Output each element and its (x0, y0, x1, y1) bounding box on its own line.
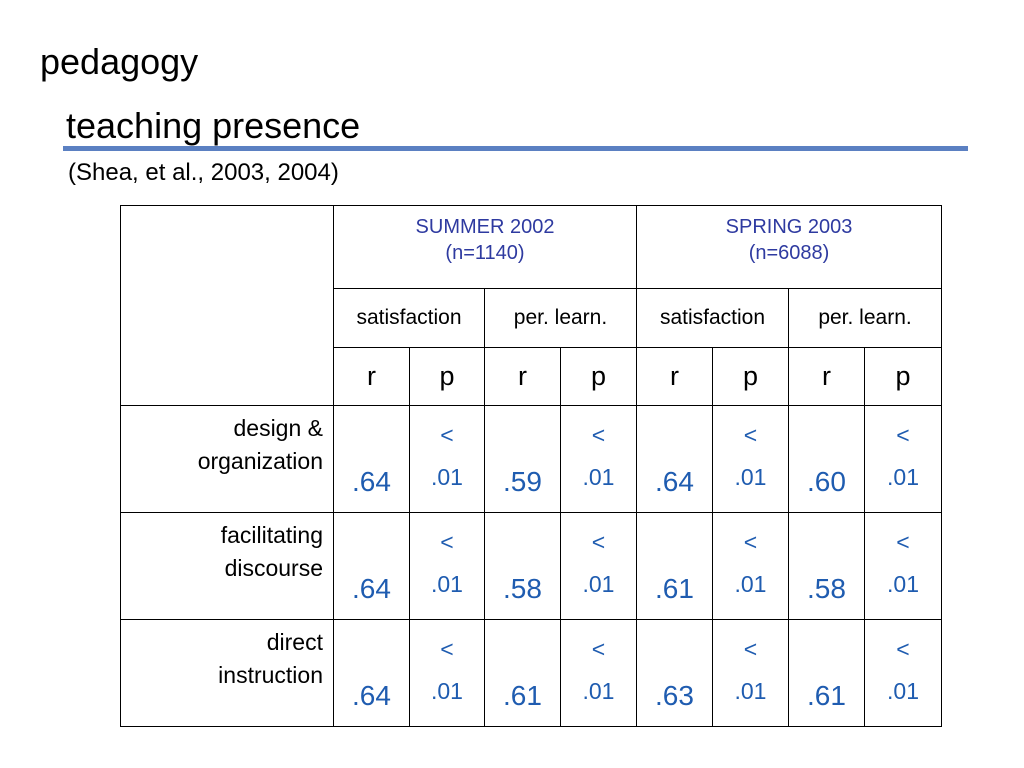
p-number: .01 (582, 678, 615, 704)
r-value: .60 (788, 405, 865, 513)
slide-title: pedagogy (40, 41, 199, 82)
p-value: < .01 (409, 405, 485, 513)
p-value: < .01 (863, 512, 943, 620)
p-value: < .01 (560, 619, 637, 727)
less-than: < (591, 636, 606, 662)
row-label: facilitating discourse (120, 512, 334, 620)
r-value: .61 (788, 619, 865, 727)
row-label-line: direct (266, 629, 323, 655)
period-name: SPRING 2003 (725, 216, 853, 238)
r-value: .64 (333, 512, 410, 620)
stat-header: r (484, 347, 561, 406)
p-value: < .01 (560, 512, 637, 620)
p-value: < .01 (863, 619, 943, 727)
slide-subtitle: teaching presence (66, 105, 361, 146)
less-than: < (440, 422, 454, 448)
less-than: < (896, 636, 910, 662)
less-than: < (896, 529, 910, 555)
title-underline (63, 146, 968, 151)
r-value: .64 (636, 405, 713, 513)
p-number: .01 (582, 464, 615, 490)
r-value: .64 (333, 619, 410, 727)
stat-header: p (712, 347, 789, 406)
p-number: .01 (431, 678, 463, 704)
metric-header: per. learn. (484, 288, 637, 348)
metric-header-row: satisfaction per. learn. satisfaction pe… (121, 288, 943, 348)
p-number: .01 (734, 464, 767, 490)
p-number: .01 (431, 464, 463, 490)
row-label-line: organization (197, 448, 323, 474)
table-corner (120, 205, 334, 406)
r-value: .63 (636, 619, 713, 727)
p-number: .01 (887, 571, 920, 597)
stat-header: p (560, 347, 637, 406)
metric-header: satisfaction (636, 288, 789, 348)
table-row: facilitating discourse .64 < .01 .58 < .01… (120, 512, 943, 620)
period-summer-2002: SUMMER 2002 (n=1140) (333, 205, 637, 289)
metric-header: satisfaction (333, 288, 485, 348)
stat-header: r (333, 347, 410, 406)
period-spring-2003: SPRING 2003 (n=6088) (635, 205, 943, 289)
stat-header: p (863, 347, 943, 406)
less-than: < (896, 422, 910, 448)
table-row: design & organization .64 <.01 .59 <.01 … (120, 405, 943, 513)
row-label-line: instruction (218, 662, 323, 688)
p-value: < .01 (712, 512, 789, 620)
p-value: < .01 (409, 619, 485, 727)
p-value: < .01 (409, 512, 485, 620)
p-number: .01 (582, 571, 615, 597)
r-value: .58 (788, 512, 865, 620)
p-number: .01 (887, 464, 920, 490)
p-value: < .01 (712, 405, 789, 513)
row-label-line: discourse (224, 555, 323, 581)
row-label-line: design & (233, 415, 323, 441)
stat-header: r (788, 347, 865, 406)
row-label-line: facilitating (220, 522, 323, 548)
stat-header: r (636, 347, 713, 406)
less-than: < (440, 529, 454, 555)
period-sample-size: (n=6088) (748, 242, 830, 264)
r-value: .61 (484, 619, 561, 727)
period-header-row: SUMMER 2002 (n=1140) SPRING 2003 (n=6088… (120, 205, 943, 406)
less-than: < (591, 529, 606, 555)
p-number: .01 (887, 678, 920, 704)
results-table: SUMMER 2002 (n=1140) SPRING 2003 (n=6088… (120, 205, 943, 727)
p-number: .01 (734, 678, 767, 704)
r-value: .58 (484, 512, 561, 620)
r-value: .64 (333, 405, 410, 513)
row-label: direct instruction (120, 619, 334, 727)
p-number: .01 (431, 571, 463, 597)
less-than: < (743, 529, 758, 555)
p-number: .01 (734, 571, 767, 597)
row-label: design & organization (120, 405, 334, 513)
p-value: < .01 (863, 405, 943, 513)
less-than: < (440, 636, 454, 662)
less-than: < (591, 422, 606, 448)
less-than: < (743, 636, 758, 662)
period-sample-size: (n=1140) (445, 242, 525, 264)
period-name: SUMMER 2002 (415, 216, 555, 238)
table-row: direct instruction .64 < .01 .61 < .01 .63… (120, 619, 943, 727)
less-than: < (743, 422, 758, 448)
p-value: < .01 (712, 619, 789, 727)
stat-header: p (409, 347, 485, 406)
r-value: .59 (484, 405, 561, 513)
r-value: .61 (636, 512, 713, 620)
citation: (Shea, et al., 2003, 2004) (68, 159, 339, 186)
metric-header: per. learn. (787, 288, 943, 348)
p-value: < .01 (560, 405, 637, 513)
stat-header-row: r p r p r p r p (121, 347, 943, 406)
